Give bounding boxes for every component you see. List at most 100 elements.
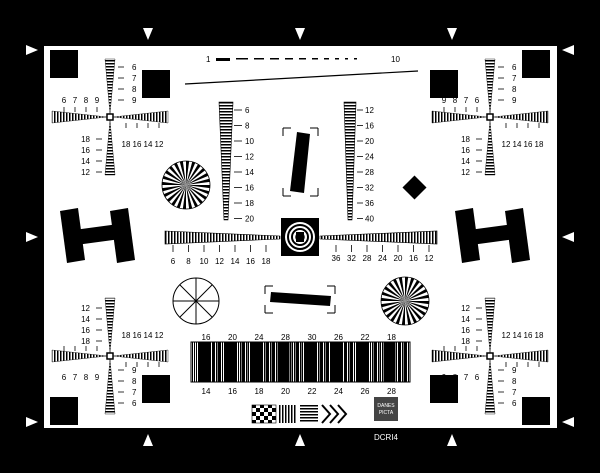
frame-arrow-bottom bbox=[295, 434, 305, 446]
tick-label: 8 bbox=[84, 96, 89, 105]
tick-label: 16 bbox=[409, 254, 418, 263]
bar-bottom-label: 24 bbox=[334, 387, 343, 396]
tick-label: 18 bbox=[535, 140, 544, 149]
frame-arrow-right bbox=[562, 232, 574, 242]
bar-block bbox=[277, 342, 290, 382]
bar-block-lines bbox=[397, 342, 408, 382]
scale-dash bbox=[299, 58, 306, 60]
bar-block bbox=[330, 342, 343, 382]
tick-label: 14 bbox=[513, 140, 522, 149]
bar-top-label: 28 bbox=[281, 333, 290, 342]
star-segment bbox=[186, 161, 196, 185]
star-segment bbox=[163, 185, 186, 197]
star-segment bbox=[179, 161, 186, 185]
siemens-star-right bbox=[380, 276, 430, 326]
wedge-h-left bbox=[51, 349, 108, 363]
star-segment bbox=[171, 185, 186, 206]
star-segment bbox=[398, 277, 405, 301]
frame-arrow-left bbox=[26, 232, 38, 242]
tick-label: 14 bbox=[461, 157, 470, 166]
corner-block bbox=[430, 70, 458, 98]
bar-bottom-label: 22 bbox=[308, 387, 317, 396]
star-segment bbox=[186, 173, 209, 185]
bar-top-label: 16 bbox=[202, 333, 211, 342]
wedge-v-down bbox=[104, 119, 116, 176]
tick-label: 6 bbox=[475, 96, 480, 105]
bar-block-lines bbox=[344, 342, 355, 382]
spoke-wheel bbox=[172, 277, 220, 325]
tick-label: 18 bbox=[262, 257, 271, 266]
bar-top-label: 30 bbox=[308, 333, 317, 342]
star-segment bbox=[405, 294, 429, 301]
diamond-target bbox=[402, 175, 427, 200]
tick-label: 14 bbox=[245, 168, 254, 177]
tick-label: 12 bbox=[365, 106, 374, 115]
frame-arrow-top bbox=[447, 28, 457, 40]
tick-label: 16 bbox=[133, 331, 142, 340]
star-segment bbox=[390, 301, 405, 322]
corner-block bbox=[50, 50, 78, 78]
pattern-row bbox=[251, 404, 348, 424]
frame-arrow-bottom bbox=[143, 434, 153, 446]
tick-label: 6 bbox=[171, 257, 176, 266]
slant-line bbox=[184, 70, 419, 85]
star-segment bbox=[162, 185, 186, 192]
star-segment bbox=[382, 301, 405, 313]
bar-block bbox=[304, 342, 316, 382]
registration-marks bbox=[282, 127, 319, 197]
star-segment bbox=[169, 165, 186, 185]
tick-label: 16 bbox=[81, 146, 90, 155]
star-segment bbox=[186, 168, 206, 185]
tick-label: 8 bbox=[132, 377, 137, 386]
tick-label: 18 bbox=[81, 135, 90, 144]
scale-label-1: 1 bbox=[206, 55, 211, 64]
star-segment bbox=[186, 185, 210, 195]
tick-label: 24 bbox=[365, 153, 374, 162]
tick-label: 7 bbox=[73, 96, 78, 105]
tick-label: 12 bbox=[155, 331, 164, 340]
tick-label: 9 bbox=[132, 366, 137, 375]
right-vertical-wedge bbox=[343, 101, 357, 221]
star-segment bbox=[186, 185, 207, 200]
star-rim bbox=[380, 276, 430, 326]
wedge-h-left bbox=[431, 110, 488, 124]
tick-label: 16 bbox=[133, 140, 142, 149]
siemens-star-left bbox=[161, 160, 211, 210]
wedge-h-right bbox=[112, 349, 169, 363]
bar-top-label: 18 bbox=[387, 333, 396, 342]
right-horizontal-wedge bbox=[319, 230, 438, 245]
tick-label: 6 bbox=[512, 399, 517, 408]
star-segment bbox=[405, 284, 425, 301]
tick-label: 7 bbox=[132, 388, 137, 397]
star-segment bbox=[381, 297, 405, 301]
tick-label: 6 bbox=[132, 399, 137, 408]
wedge-v-up bbox=[104, 58, 116, 115]
bar-bottom-label: 26 bbox=[361, 387, 370, 396]
star-segment bbox=[186, 164, 201, 185]
star-segment bbox=[186, 185, 198, 208]
tick-label: 14 bbox=[513, 331, 522, 340]
tick-label: 6 bbox=[62, 96, 67, 105]
star-segment bbox=[186, 161, 190, 185]
star-segment bbox=[385, 301, 405, 318]
tick-label: 12 bbox=[215, 257, 224, 266]
bar-bottom-label: 18 bbox=[255, 387, 264, 396]
scale-dash bbox=[285, 58, 293, 60]
bar-block-lines bbox=[212, 342, 222, 382]
tick-label: 16 bbox=[365, 122, 374, 131]
tick-label: 6 bbox=[132, 63, 137, 72]
wedge-v-down bbox=[484, 119, 496, 176]
resolution-bar-blocks bbox=[198, 342, 408, 382]
bar-block-lines bbox=[291, 342, 302, 382]
corner-blocks bbox=[50, 50, 550, 425]
tick-label: 32 bbox=[365, 184, 374, 193]
star-segment bbox=[405, 301, 429, 305]
tick-label: 36 bbox=[332, 254, 341, 263]
i-beam-left bbox=[60, 208, 135, 263]
tick-label: 18 bbox=[535, 331, 544, 340]
tick-label: 12 bbox=[245, 153, 254, 162]
tick-label: 6 bbox=[245, 106, 250, 115]
scale-dash bbox=[345, 58, 348, 60]
